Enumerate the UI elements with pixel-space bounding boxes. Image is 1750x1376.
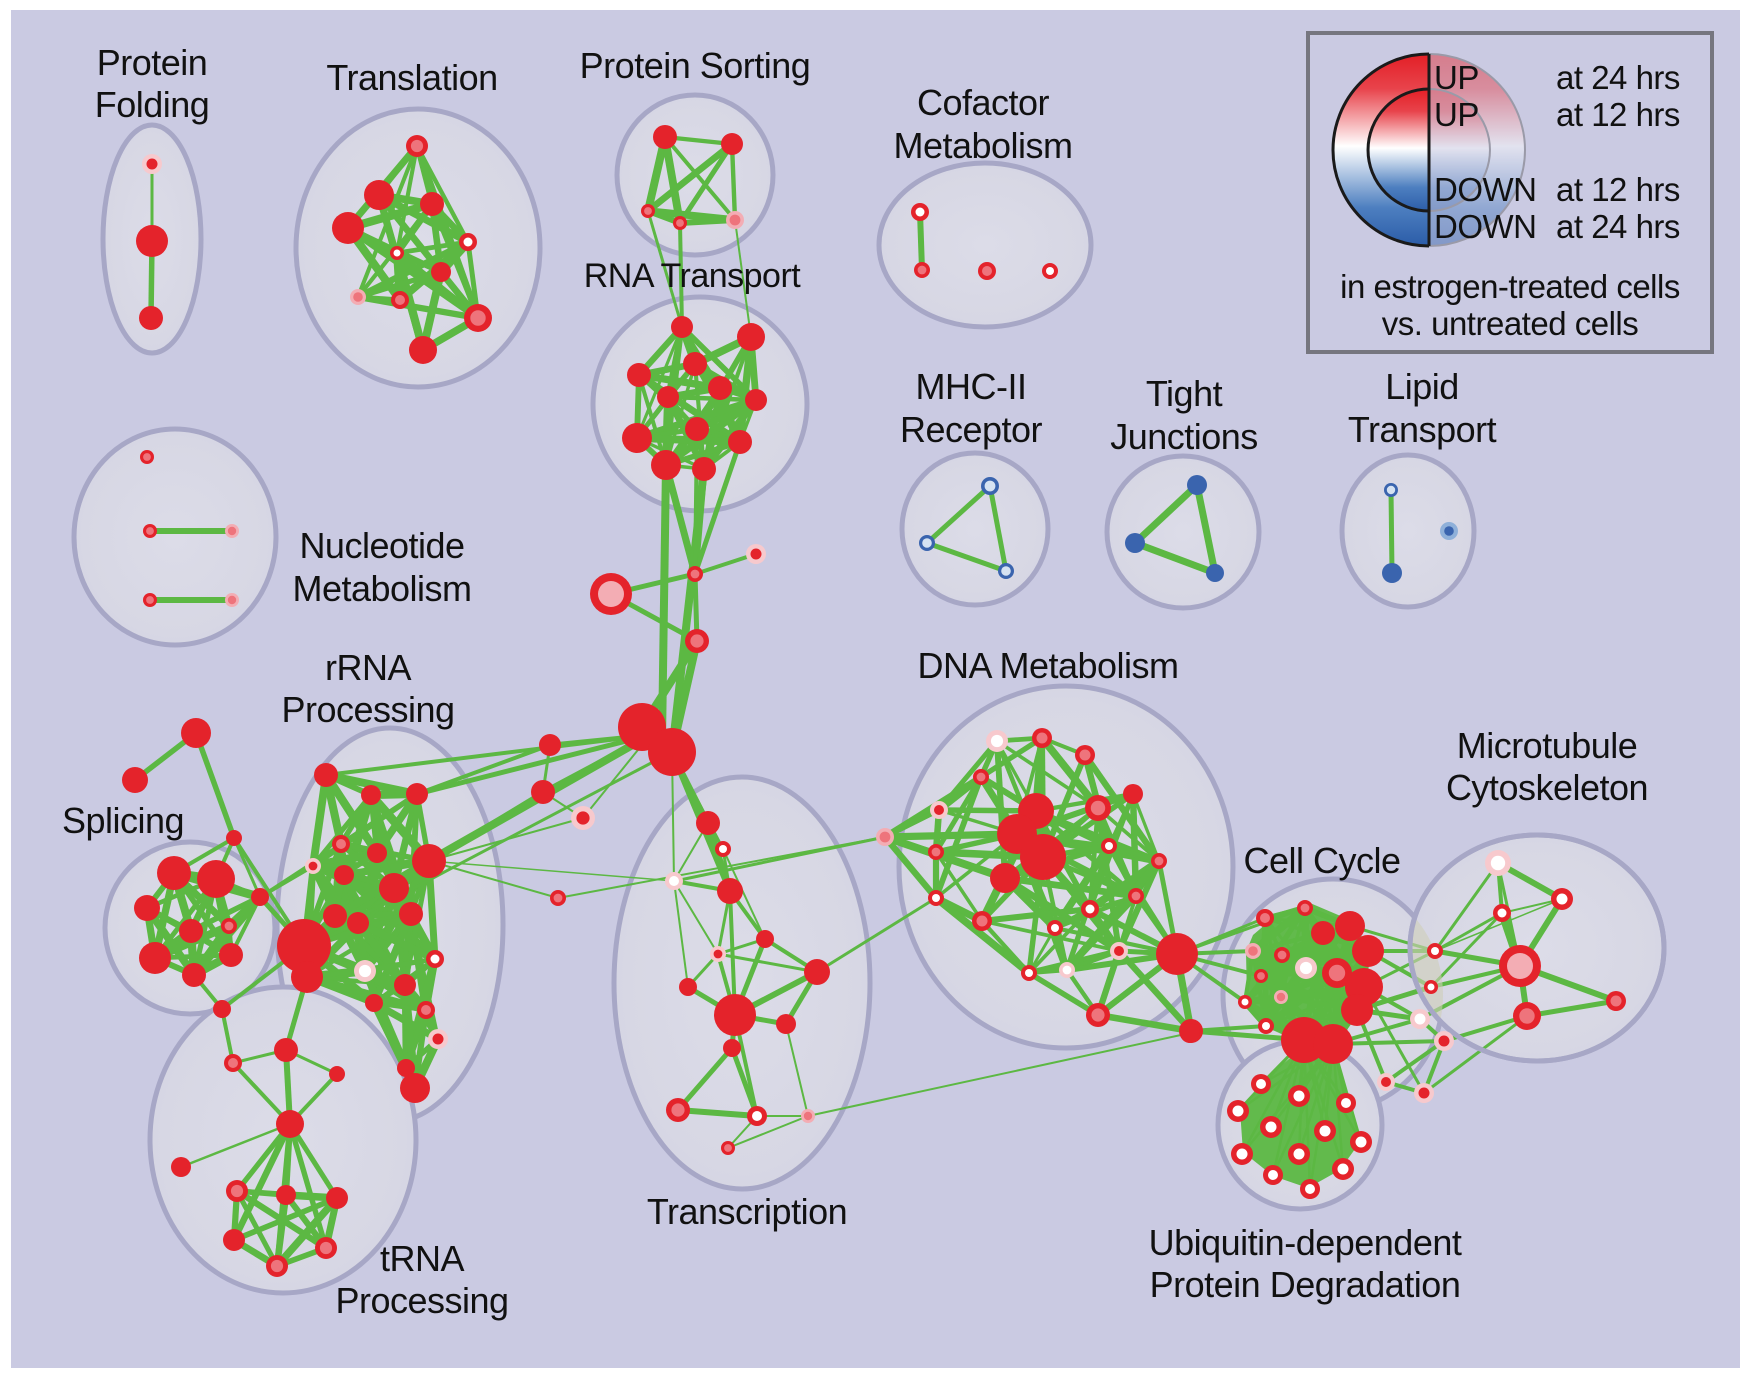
- svg-text:Transcription: Transcription: [647, 1191, 847, 1232]
- svg-text:Metabolism: Metabolism: [893, 125, 1072, 166]
- svg-text:Tight: Tight: [1146, 373, 1223, 414]
- svg-text:Protein Degradation: Protein Degradation: [1150, 1264, 1461, 1305]
- svg-text:Ubiquitin-dependent: Ubiquitin-dependent: [1149, 1222, 1462, 1263]
- svg-text:Protein Sorting: Protein Sorting: [580, 45, 811, 86]
- svg-text:Transport: Transport: [1348, 409, 1497, 450]
- svg-text:Lipid: Lipid: [1385, 366, 1459, 407]
- svg-text:MHC-II: MHC-II: [916, 366, 1027, 407]
- svg-text:vs. untreated cells: vs. untreated cells: [1382, 305, 1638, 342]
- svg-text:Metabolism: Metabolism: [292, 568, 471, 609]
- svg-text:tRNA: tRNA: [380, 1238, 464, 1279]
- svg-text:in estrogen-treated cells: in estrogen-treated cells: [1340, 268, 1680, 305]
- svg-text:Processing: Processing: [335, 1280, 508, 1321]
- svg-text:Cell Cycle: Cell Cycle: [1243, 840, 1400, 881]
- svg-text:Receptor: Receptor: [900, 409, 1043, 450]
- svg-text:Splicing: Splicing: [62, 800, 184, 841]
- svg-text:at 24 hrs: at 24 hrs: [1556, 59, 1680, 96]
- svg-text:at 12 hrs: at 12 hrs: [1556, 96, 1680, 133]
- svg-text:Nucleotide: Nucleotide: [299, 525, 464, 566]
- svg-text:Microtubule: Microtubule: [1457, 725, 1638, 766]
- svg-text:Junctions: Junctions: [1110, 416, 1258, 457]
- svg-text:at 12 hrs: at 12 hrs: [1556, 171, 1680, 208]
- svg-text:Protein: Protein: [97, 42, 208, 83]
- svg-text:UP: UP: [1434, 59, 1479, 96]
- svg-text:Translation: Translation: [326, 57, 497, 98]
- svg-text:RNA Transport: RNA Transport: [584, 257, 802, 295]
- svg-text:UP: UP: [1434, 96, 1479, 133]
- svg-text:DOWN: DOWN: [1434, 171, 1536, 208]
- svg-text:at 24 hrs: at 24 hrs: [1556, 208, 1680, 245]
- svg-text:Cytoskeleton: Cytoskeleton: [1446, 767, 1648, 808]
- svg-text:DOWN: DOWN: [1434, 208, 1536, 245]
- svg-text:Processing: Processing: [281, 689, 454, 730]
- svg-text:Folding: Folding: [95, 84, 210, 125]
- svg-text:Cofactor: Cofactor: [917, 82, 1050, 123]
- svg-text:DNA Metabolism: DNA Metabolism: [917, 645, 1178, 686]
- svg-text:rRNA: rRNA: [325, 647, 411, 688]
